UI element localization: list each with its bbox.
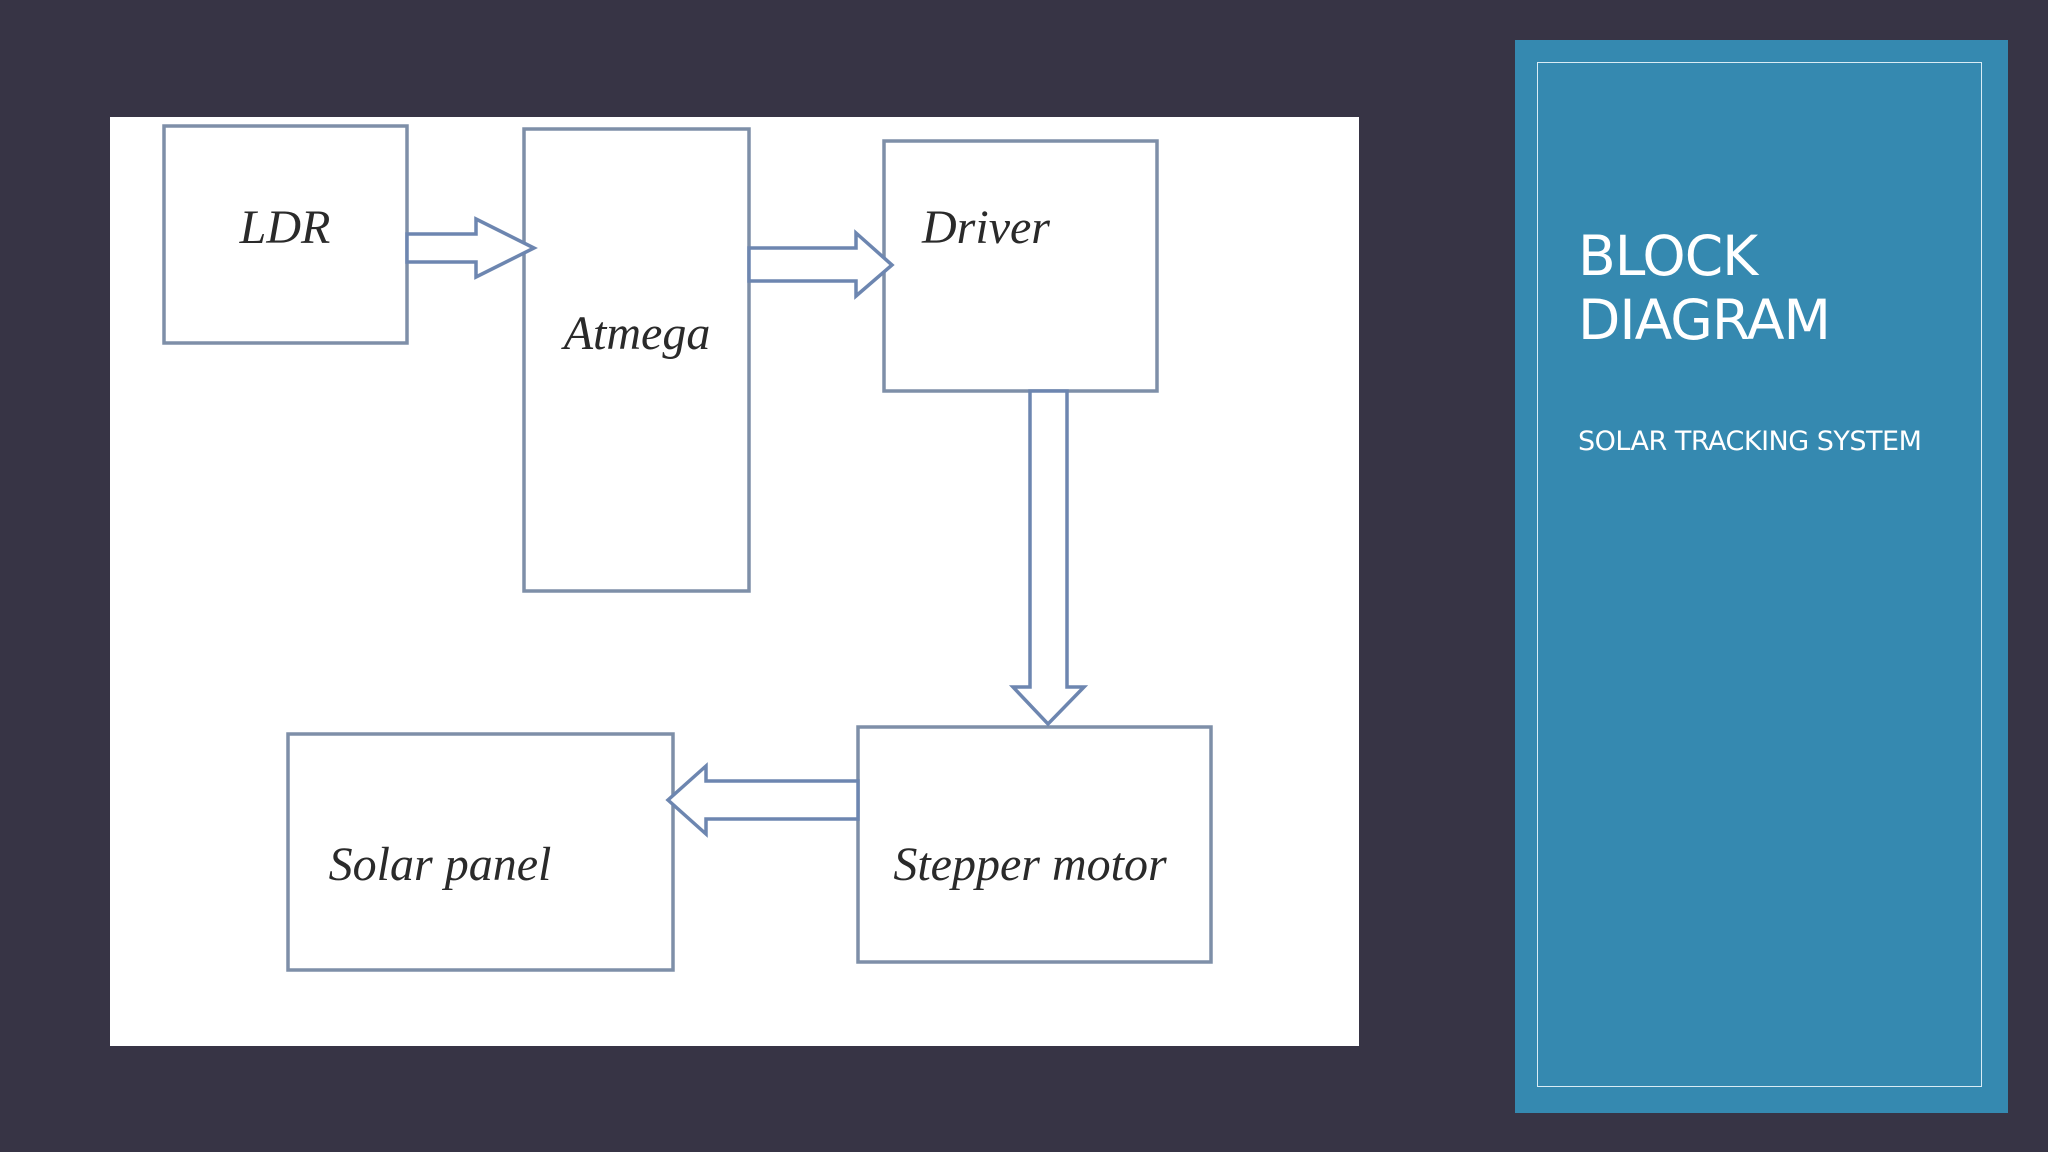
node-atmega: Atmega (522, 127, 751, 593)
node-atmega-label: Atmega (561, 307, 711, 360)
node-driver-box (882, 139, 1159, 393)
node-ldr-label: LDR (239, 201, 331, 254)
slide-title: BLOCK DIAGRAM (1578, 224, 1831, 352)
block-diagram-figure: LDR Atmega Driver Stepper motor Solar pa… (110, 117, 1359, 1046)
title-panel-frame (1537, 62, 1982, 1087)
node-stepper-motor-box (856, 725, 1213, 964)
block-diagram: LDR Atmega Driver Stepper motor Solar pa… (162, 124, 1213, 972)
node-driver-label: Driver (921, 201, 1050, 254)
node-stepper-motor: Stepper motor (856, 725, 1213, 964)
node-solar-panel-box (286, 732, 675, 972)
node-solar-panel: Solar panel (286, 732, 675, 972)
node-atmega-box (522, 127, 751, 593)
title-panel: BLOCK DIAGRAM SOLAR TRACKING SYSTEM (1515, 40, 2008, 1113)
arrow-driver-to-stepper-motor (1008, 389, 1089, 727)
node-stepper-motor-label: Stepper motor (893, 838, 1167, 891)
node-ldr: LDR (162, 124, 409, 345)
node-solar-panel-label: Solar panel (329, 838, 552, 891)
slide-subtitle: SOLAR TRACKING SYSTEM (1578, 426, 1922, 457)
node-driver: Driver (882, 139, 1159, 393)
arrow-ldr-to-atmega (405, 216, 538, 280)
arrow-stepper-motor-to-solar-panel (665, 762, 860, 838)
arrow-atmega-to-driver (747, 229, 895, 300)
node-ldr-box (162, 124, 409, 345)
